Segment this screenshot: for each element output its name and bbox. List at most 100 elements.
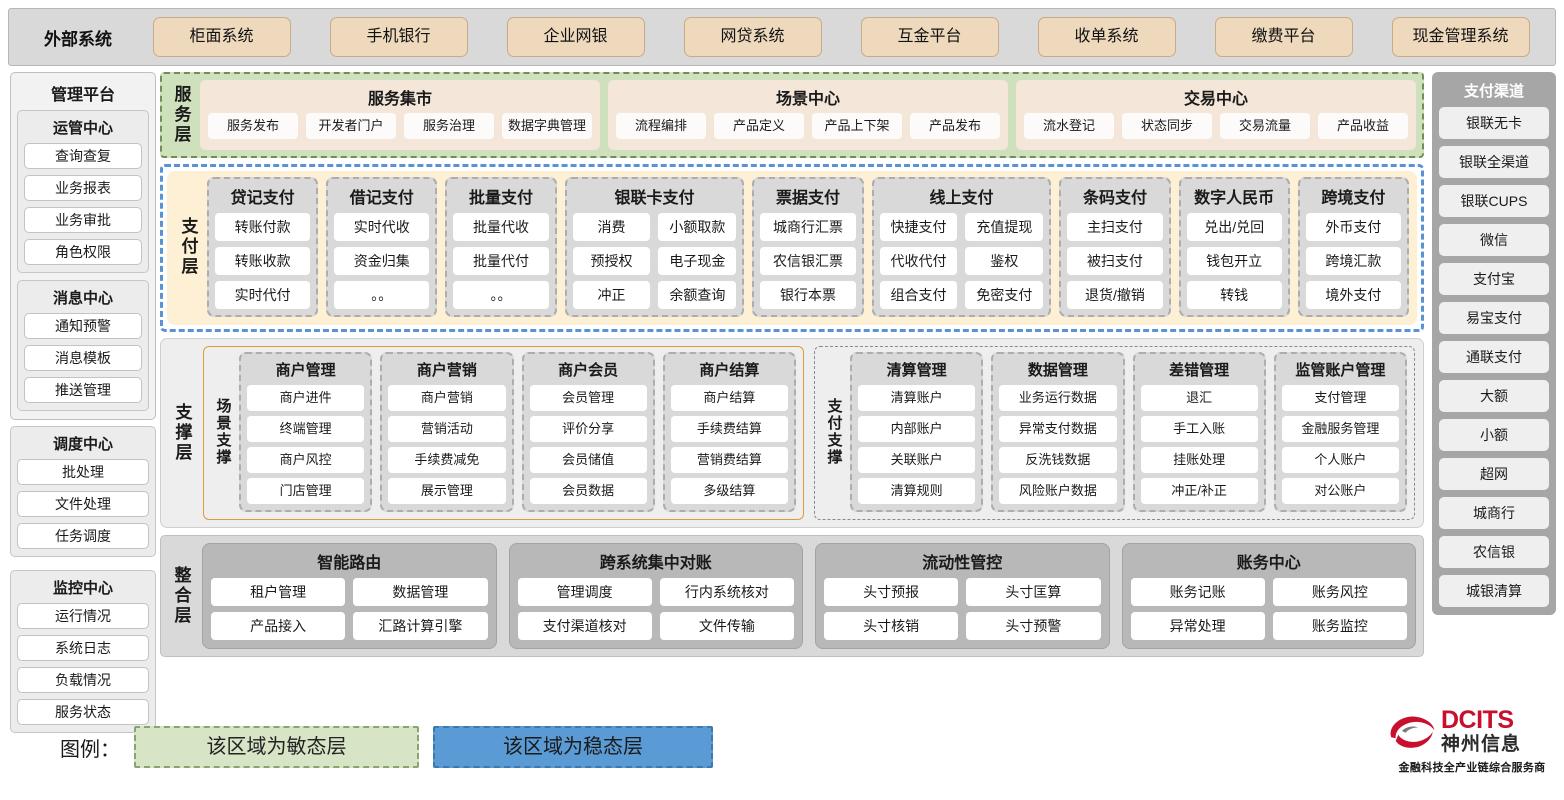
- service-item[interactable]: 交易流量: [1220, 113, 1310, 139]
- external-system-chip[interactable]: 互金平台: [860, 17, 999, 57]
- support-item[interactable]: 商户进件: [247, 385, 365, 411]
- integration-item[interactable]: 汇路计算引擎: [353, 612, 488, 640]
- payment-channel-item[interactable]: 城商行: [1439, 497, 1549, 529]
- payment-item[interactable]: 快捷支付: [879, 213, 958, 241]
- payment-item[interactable]: 资金归集: [334, 247, 430, 275]
- payment-item[interactable]: 鉴权: [965, 247, 1044, 275]
- payment-channel-item[interactable]: 超网: [1439, 458, 1549, 490]
- integration-item[interactable]: 账务风控: [1272, 578, 1407, 606]
- payment-item[interactable]: 充值提现: [965, 213, 1044, 241]
- management-item[interactable]: 系统日志: [17, 635, 149, 661]
- payment-item[interactable]: 被扫支付: [1067, 247, 1163, 275]
- support-item[interactable]: 挂账处理: [1140, 447, 1258, 473]
- management-item[interactable]: 业务报表: [24, 175, 142, 201]
- payment-channel-item[interactable]: 农信银: [1439, 536, 1549, 568]
- payment-channel-item[interactable]: 易宝支付: [1439, 302, 1549, 334]
- support-item[interactable]: 金融服务管理: [1281, 416, 1399, 442]
- payment-item[interactable]: 转账付款: [215, 213, 311, 241]
- management-item[interactable]: 运行情况: [17, 603, 149, 629]
- support-item[interactable]: 终端管理: [247, 416, 365, 442]
- management-item[interactable]: 任务调度: [17, 523, 149, 549]
- support-item[interactable]: 风险账户数据: [999, 478, 1117, 504]
- service-item[interactable]: 产品上下架: [812, 113, 902, 139]
- payment-item[interactable]: 跨境汇款: [1305, 247, 1401, 275]
- payment-item[interactable]: 预授权: [572, 247, 651, 275]
- payment-channel-item[interactable]: 银联无卡: [1439, 107, 1549, 139]
- external-system-chip[interactable]: 网贷系统: [683, 17, 822, 57]
- support-item[interactable]: 手续费结算: [670, 416, 788, 442]
- payment-item[interactable]: 消费: [572, 213, 651, 241]
- support-item[interactable]: 冲正/补正: [1140, 478, 1258, 504]
- support-item[interactable]: 退汇: [1140, 385, 1258, 411]
- service-item[interactable]: 数据字典管理: [502, 113, 592, 139]
- payment-item[interactable]: 钱包开立: [1186, 247, 1282, 275]
- support-item[interactable]: 会员数据: [529, 478, 647, 504]
- payment-item[interactable]: 银行本票: [760, 281, 856, 309]
- management-item[interactable]: 批处理: [17, 459, 149, 485]
- external-system-chip[interactable]: 收单系统: [1037, 17, 1176, 57]
- integration-item[interactable]: 账务监控: [1272, 612, 1407, 640]
- support-item[interactable]: 展示管理: [388, 478, 506, 504]
- payment-item[interactable]: 农信银汇票: [760, 247, 856, 275]
- support-item[interactable]: 商户营销: [388, 385, 506, 411]
- payment-channel-item[interactable]: 支付宝: [1439, 263, 1549, 295]
- support-item[interactable]: 关联账户: [858, 447, 976, 473]
- payment-item[interactable]: 电子现金: [658, 247, 737, 275]
- support-item[interactable]: 会员储值: [529, 447, 647, 473]
- support-item[interactable]: 内部账户: [858, 416, 976, 442]
- integration-item[interactable]: 头寸匡算: [966, 578, 1101, 606]
- payment-item[interactable]: 免密支付: [965, 281, 1044, 309]
- payment-item[interactable]: 。。: [453, 281, 549, 309]
- support-item[interactable]: 对公账户: [1281, 478, 1399, 504]
- integration-item[interactable]: 文件传输: [659, 612, 794, 640]
- payment-item[interactable]: 兑出/兑回: [1186, 213, 1282, 241]
- service-item[interactable]: 开发者门户: [306, 113, 396, 139]
- integration-item[interactable]: 产品接入: [211, 612, 346, 640]
- support-item[interactable]: 支付管理: [1281, 385, 1399, 411]
- payment-item[interactable]: 冲正: [572, 281, 651, 309]
- support-item[interactable]: 营销活动: [388, 416, 506, 442]
- support-item[interactable]: 清算规则: [858, 478, 976, 504]
- management-item[interactable]: 业务审批: [24, 207, 142, 233]
- support-item[interactable]: 评价分享: [529, 416, 647, 442]
- external-system-chip[interactable]: 现金管理系统: [1391, 17, 1530, 57]
- integration-item[interactable]: 头寸预报: [824, 578, 959, 606]
- support-item[interactable]: 手续费减免: [388, 447, 506, 473]
- payment-channel-item[interactable]: 银联全渠道: [1439, 146, 1549, 178]
- service-item[interactable]: 产品定义: [714, 113, 804, 139]
- integration-item[interactable]: 租户管理: [211, 578, 346, 606]
- support-item[interactable]: 商户结算: [670, 385, 788, 411]
- payment-item[interactable]: 境外支付: [1305, 281, 1401, 309]
- service-item[interactable]: 流程编排: [616, 113, 706, 139]
- service-item[interactable]: 服务治理: [404, 113, 494, 139]
- integration-item[interactable]: 账务记账: [1130, 578, 1265, 606]
- management-item[interactable]: 服务状态: [17, 699, 149, 725]
- payment-item[interactable]: 余额查询: [658, 281, 737, 309]
- integration-item[interactable]: 头寸预警: [966, 612, 1101, 640]
- support-item[interactable]: 商户风控: [247, 447, 365, 473]
- support-item[interactable]: 反洗钱数据: [999, 447, 1117, 473]
- payment-item[interactable]: 主扫支付: [1067, 213, 1163, 241]
- payment-channel-item[interactable]: 微信: [1439, 224, 1549, 256]
- payment-item[interactable]: 代收代付: [879, 247, 958, 275]
- integration-item[interactable]: 头寸核销: [824, 612, 959, 640]
- payment-channel-item[interactable]: 通联支付: [1439, 341, 1549, 373]
- support-item[interactable]: 异常支付数据: [999, 416, 1117, 442]
- support-item[interactable]: 会员管理: [529, 385, 647, 411]
- payment-channel-item[interactable]: 城银清算: [1439, 575, 1549, 607]
- management-item[interactable]: 消息模板: [24, 345, 142, 371]
- management-item[interactable]: 查询查复: [24, 143, 142, 169]
- support-item[interactable]: 个人账户: [1281, 447, 1399, 473]
- payment-item[interactable]: 城商行汇票: [760, 213, 856, 241]
- service-item[interactable]: 状态同步: [1122, 113, 1212, 139]
- payment-item[interactable]: 转钱: [1186, 281, 1282, 309]
- integration-item[interactable]: 支付渠道核对: [517, 612, 652, 640]
- management-item[interactable]: 文件处理: [17, 491, 149, 517]
- payment-item[interactable]: 外币支付: [1305, 213, 1401, 241]
- integration-item[interactable]: 行内系统核对: [659, 578, 794, 606]
- service-item[interactable]: 流水登记: [1024, 113, 1114, 139]
- payment-channel-item[interactable]: 大额: [1439, 380, 1549, 412]
- management-item[interactable]: 推送管理: [24, 377, 142, 403]
- external-system-chip[interactable]: 柜面系统: [152, 17, 291, 57]
- management-item[interactable]: 负载情况: [17, 667, 149, 693]
